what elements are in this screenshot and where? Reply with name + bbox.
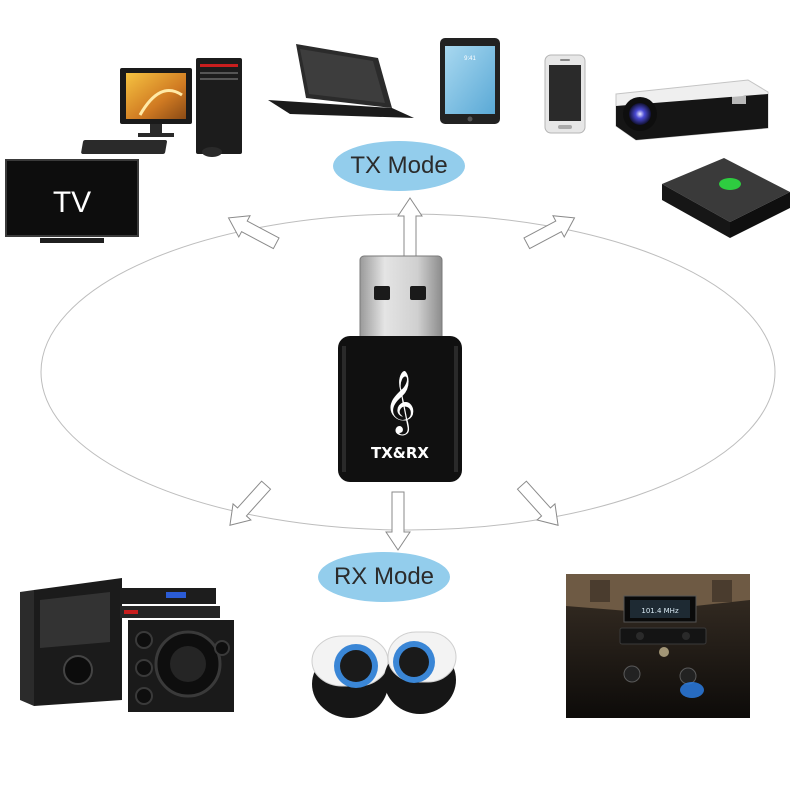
laptop-icon bbox=[268, 44, 414, 118]
tablet-icon: 9:41 bbox=[440, 38, 500, 124]
smartphone-icon bbox=[544, 54, 586, 134]
rx-mode-label: RX Mode bbox=[318, 552, 450, 602]
desktop-computer-icon bbox=[81, 58, 242, 157]
arrow-lower-left-icon bbox=[229, 480, 272, 526]
car-display-text: 101.4 MHz bbox=[641, 607, 679, 615]
tv-icon: TV bbox=[5, 159, 139, 243]
adapter-label: TX&RX bbox=[371, 444, 429, 462]
arrow-upper-left-icon bbox=[227, 215, 280, 250]
game-console-icon bbox=[662, 158, 790, 238]
projector-icon bbox=[615, 79, 769, 141]
hifi-stereo-icon bbox=[20, 578, 234, 712]
tv-label: TV bbox=[53, 186, 91, 219]
treble-clef-icon: 𝄞 bbox=[384, 370, 416, 436]
car-stereo-icon: 101.4 MHz bbox=[566, 574, 750, 718]
tablet-time-label: 9:41 bbox=[464, 56, 476, 62]
desktop-speakers-icon bbox=[311, 631, 457, 718]
usb-adapter-icon: 𝄞 TX&RX bbox=[338, 255, 462, 482]
tx-mode-label: TX Mode bbox=[333, 141, 465, 191]
arrow-down-icon bbox=[385, 491, 411, 551]
arrow-up-icon bbox=[397, 197, 423, 257]
arrow-upper-right-icon bbox=[523, 215, 576, 250]
arrow-lower-right-icon bbox=[516, 480, 559, 526]
